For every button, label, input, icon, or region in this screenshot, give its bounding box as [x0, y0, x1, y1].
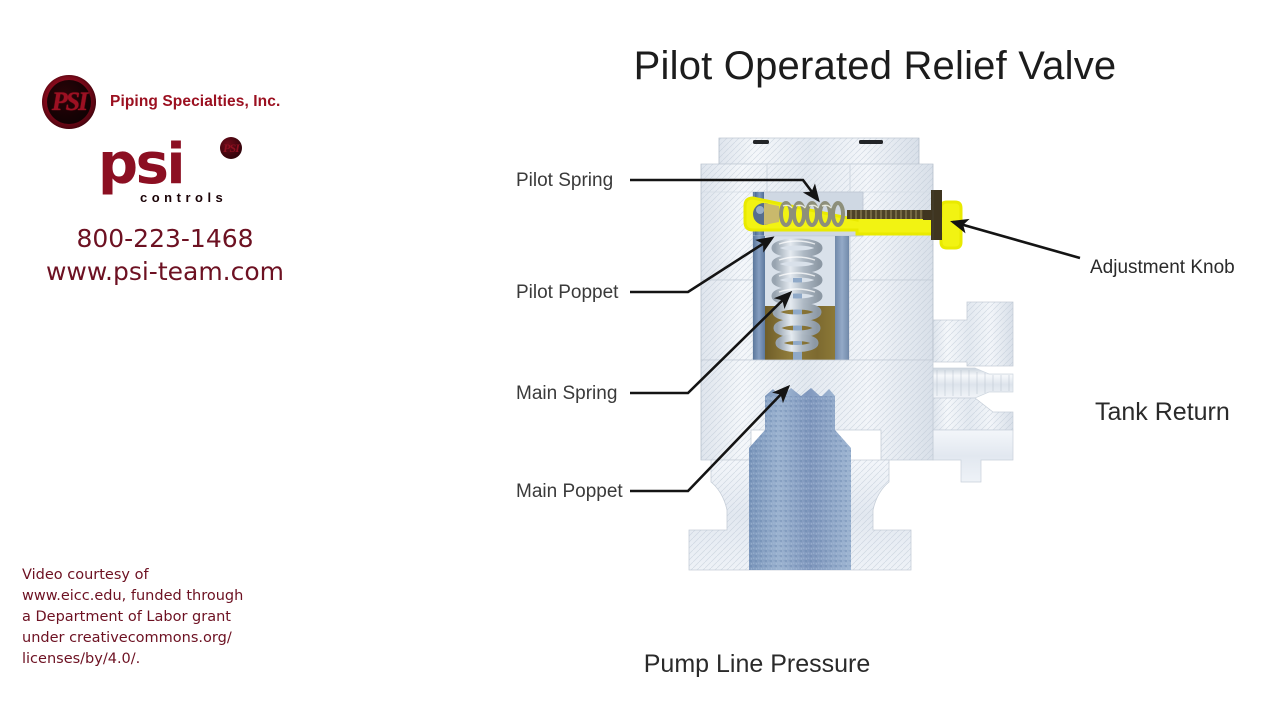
website-url[interactable]: www.psi-team.com	[45, 257, 285, 286]
label-pilot-spring: Pilot Spring	[516, 170, 614, 191]
label-main-poppet: Main Poppet	[516, 481, 623, 502]
company-name: Piping Specialties, Inc.	[110, 93, 281, 110]
adjustment-screw-shaft	[847, 210, 933, 219]
credit-line-1: Video courtesy of	[22, 567, 149, 583]
psi-wordmark: psi	[98, 132, 186, 197]
credit-line-5: licenses/by/4.0/.	[22, 651, 141, 668]
adjustment-knob-handle	[931, 190, 942, 240]
seal-inner-disc	[47, 80, 91, 124]
psi-circular-seal-icon: PSI	[42, 75, 96, 129]
credit-line-2: www.eicc.edu, funded through	[22, 588, 244, 605]
contact-block: 800-223-1468 www.psi-team.com	[30, 222, 300, 288]
small-seal-monogram: PSI	[223, 140, 240, 155]
phone-number[interactable]: 800-223-1468	[76, 224, 254, 253]
seal-monogram: PSI	[51, 87, 88, 116]
psi-controls-logo: psi PSI controls	[98, 137, 248, 205]
page-title: Pilot Operated Relief Valve	[633, 44, 1117, 88]
branding-panel: PSI Piping Specialties, Inc. psi PSI con…	[0, 0, 470, 720]
brand-header: PSI Piping Specialties, Inc.	[42, 75, 280, 129]
top-bolt-mark-left	[753, 140, 769, 144]
credit-line-3: a Department of Labor grant	[22, 609, 231, 626]
valve-cutaway-illustration	[688, 137, 1014, 571]
pilot-assembly-highlighted	[743, 190, 963, 250]
credit-line-4: under creativecommons.org/	[22, 630, 232, 647]
label-main-spring: Main Spring	[516, 383, 618, 404]
controls-subword: controls	[140, 190, 228, 205]
credit-block: Video courtesy of www.eicc.edu, funded t…	[22, 565, 312, 670]
label-pump-line-pressure: Pump Line Pressure	[643, 650, 871, 678]
label-adjustment-knob: Adjustment Knob	[1090, 257, 1235, 278]
psi-seal-small-icon: PSI	[220, 137, 242, 159]
label-tank-return: Tank Return	[1095, 398, 1230, 426]
valve-diagram: Pilot Operated Relief Valve	[470, 0, 1280, 720]
top-bolt-mark-right	[859, 140, 883, 144]
pilot-spring-coil	[779, 201, 845, 227]
label-pilot-poppet: Pilot Poppet	[516, 282, 619, 303]
